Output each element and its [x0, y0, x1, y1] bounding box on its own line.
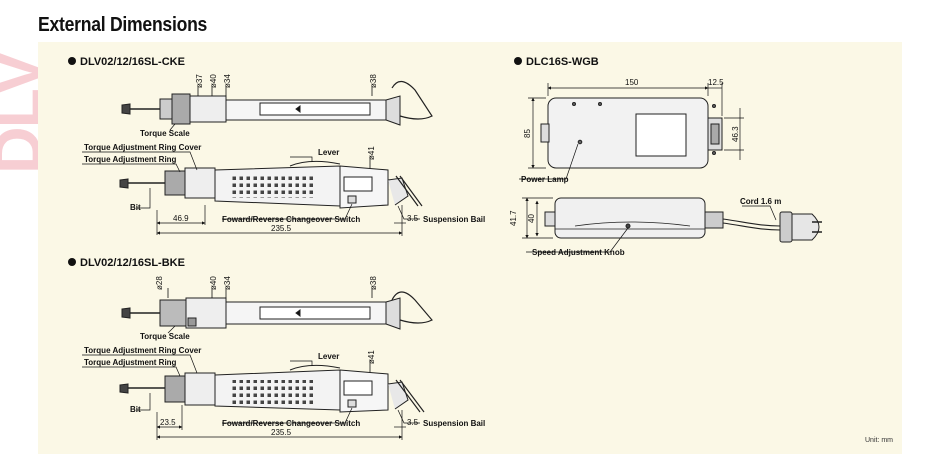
- bke-dim-bail: 3.5: [407, 418, 419, 427]
- wgb-cord-label: Cord 1.6 m: [740, 197, 781, 206]
- unit-note: Unit: mm: [865, 437, 893, 444]
- bullet-icon: [68, 57, 76, 65]
- wgb-dim-h3: 41.7: [509, 210, 518, 226]
- cke-dia4: ø38: [369, 74, 378, 88]
- bke-lever-label: Lever: [318, 352, 339, 361]
- wgb-dim-w: 150: [625, 78, 639, 87]
- page-title: External Dimensions: [38, 14, 208, 36]
- cke-dia2: ø40: [209, 74, 218, 88]
- bke-dia1: ø28: [155, 276, 164, 290]
- bke-dia3: ø34: [223, 276, 232, 290]
- cke-ring-cover-label: Torque Adjustment Ring Cover: [84, 143, 201, 152]
- bke-top-view: [121, 291, 433, 330]
- cke-dim-total: 235.5: [271, 224, 292, 233]
- cke-bail-label: Suspension Bail: [423, 215, 485, 224]
- cke-ring-label: Torque Adjustment Ring: [84, 155, 177, 164]
- bke-bail-label: Suspension Bail: [423, 419, 485, 428]
- bke-bit-label: Bit: [130, 405, 141, 414]
- cke-dim-bail: 3.5: [407, 214, 419, 223]
- cke-changeover-label: Foward/Reverse Changeover Switch: [222, 215, 360, 224]
- bke-ring-cover-label: Torque Adjustment Ring Cover: [84, 346, 201, 355]
- bke-ring-label: Torque Adjustment Ring: [84, 358, 177, 367]
- cke-dia1: ø37: [195, 74, 204, 88]
- wgb-dim-h2: 46.3: [731, 126, 740, 142]
- model-wgb-header: DLC16S-WGB: [526, 56, 599, 68]
- cke-torque-scale-label: Torque Scale: [140, 129, 190, 138]
- bke-dia2: ø40: [209, 276, 218, 290]
- wgb-dim-h: 85: [523, 129, 532, 138]
- model-wgb-drawing: DLC16S-WGB 150 12.5 85 46: [509, 56, 822, 257]
- cke-dia5: ø41: [367, 146, 376, 160]
- bke-changeover-label: Foward/Reverse Changeover Switch: [222, 419, 360, 428]
- cke-dia3: ø34: [223, 74, 232, 88]
- bke-dia5: ø41: [367, 350, 376, 364]
- model-bke-header: DLV02/12/16SL-BKE: [80, 257, 185, 269]
- bke-dim-front: 23.5: [160, 418, 176, 427]
- bullet-icon: [514, 57, 522, 65]
- bke-dia4: ø38: [369, 276, 378, 290]
- bullet-icon: [68, 258, 76, 266]
- model-bke-drawing: DLV02/12/16SL-BKE ø28 ø40 ø34 ø38 ø41 To…: [68, 257, 485, 440]
- wgb-power-lamp-label: Power Lamp: [521, 175, 569, 184]
- bke-torque-scale-label: Torque Scale: [140, 332, 190, 341]
- wgb-dim-w2: 12.5: [708, 78, 724, 87]
- wgb-dim-h4: 40: [527, 214, 536, 223]
- wgb-side-view: [544, 197, 822, 243]
- cke-dim-front: 46.9: [173, 214, 189, 223]
- bke-dim-total: 235.5: [271, 428, 292, 437]
- cke-lever-label: Lever: [318, 148, 339, 157]
- model-cke-header: DLV02/12/16SL-CKE: [80, 56, 185, 68]
- wgb-knob-label: Speed Adjustment Knob: [532, 248, 625, 257]
- cke-side-view: [119, 160, 423, 209]
- wgb-top-view: [540, 97, 723, 169]
- bke-side-view: [119, 364, 425, 413]
- cke-top-view: [121, 80, 433, 126]
- model-cke-drawing: DLV02/12/16SL-CKE ø37 ø40 ø34 ø38 ø41 To…: [68, 56, 485, 236]
- cke-bit-label: Bit: [130, 203, 141, 212]
